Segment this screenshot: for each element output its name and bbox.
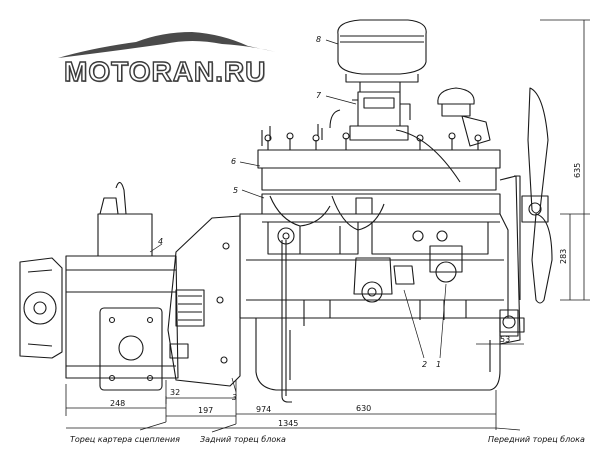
site-logo: MOTORAN.RU	[52, 24, 282, 94]
logo-text: MOTORAN.RU	[63, 55, 267, 87]
clutch-housing	[167, 215, 241, 387]
engine-mounts	[169, 317, 525, 359]
cylinder-head	[257, 124, 501, 191]
fan	[521, 87, 553, 304]
callout-5: 5	[233, 186, 238, 195]
callout-4: 4	[158, 237, 163, 246]
callout-8: 8	[316, 35, 321, 44]
rear-flange	[19, 257, 63, 359]
exhaust-manifold	[261, 193, 501, 255]
callout-3: 3	[232, 393, 237, 402]
engine-block	[239, 213, 509, 326]
dim-974: 974	[256, 405, 271, 414]
air-filter	[337, 19, 427, 93]
dim-53: 53	[500, 335, 510, 344]
leader-lines	[139, 39, 521, 433]
dimension-lines	[65, 19, 590, 430]
car-silhouette-icon	[58, 32, 276, 58]
dim-630: 630	[356, 404, 371, 413]
callout-7: 7	[316, 91, 322, 100]
oil-filler	[437, 87, 491, 147]
caption-clutch-face: Торец картера сцепления	[70, 435, 180, 444]
dim-1345: 1345	[278, 419, 298, 428]
dipstick	[281, 240, 292, 403]
dim-32: 32	[170, 388, 180, 397]
caption-rear-face: Задний торец блока	[200, 435, 286, 444]
dim-248: 248	[110, 399, 125, 408]
dim-197: 197	[198, 406, 213, 415]
callout-2: 2	[422, 360, 427, 369]
oil-pan	[255, 318, 501, 391]
dim-283: 283	[559, 249, 568, 264]
dim-635: 635	[573, 163, 582, 178]
carburetor	[329, 91, 411, 141]
timing-cover	[499, 175, 521, 345]
transmission	[65, 181, 179, 391]
caption-front-face: Передний торец блока	[488, 435, 585, 444]
callout-6: 6	[231, 157, 236, 166]
callout-1: 1	[436, 360, 441, 369]
